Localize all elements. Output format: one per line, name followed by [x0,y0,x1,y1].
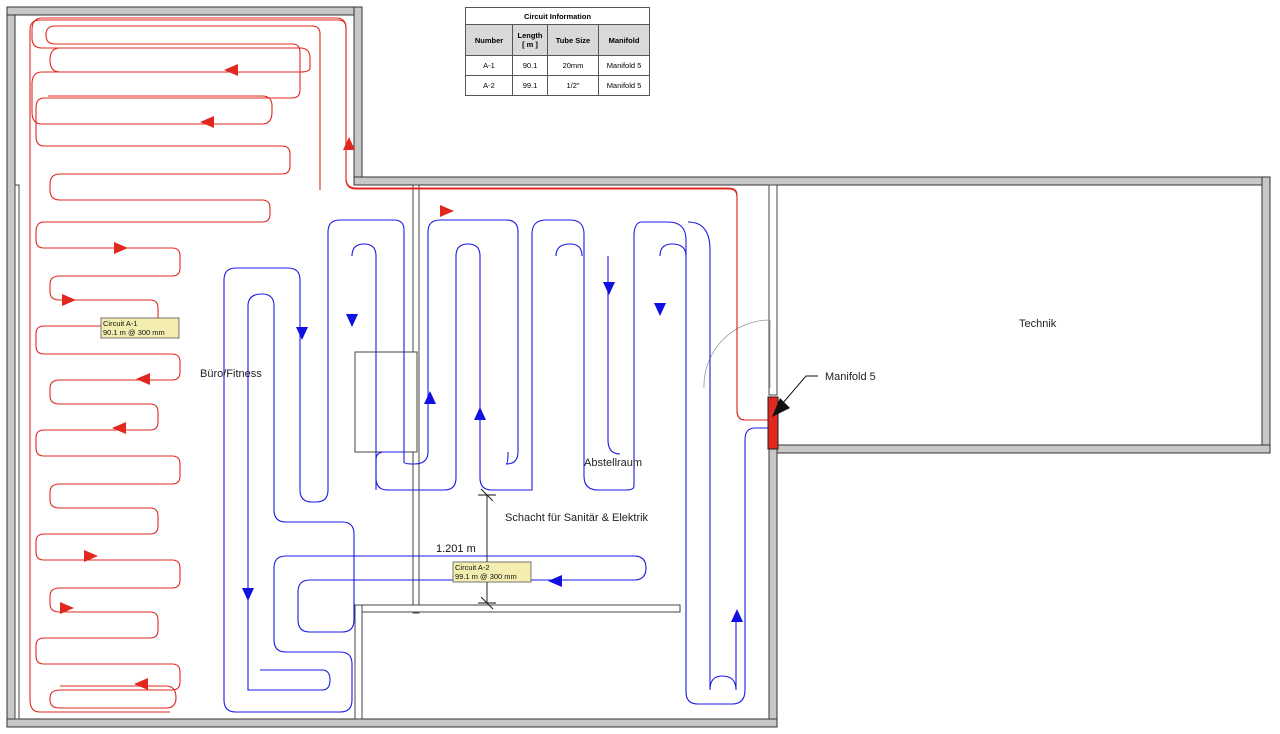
cell-length: 99.1 [512,75,548,96]
circuit-tag-a2-name: Circuit A-2 [455,563,490,572]
circuit-tag-a1[interactable]: Circuit A-1 90.1 m @ 300 mm [100,317,180,339]
flow-arrow [474,407,486,420]
dimension-label: 1.201 m [436,543,476,555]
table-row: A-2 99.1 1/2" Manifold 5 [465,75,650,96]
wall-step-vertical [353,6,363,186]
circuit-a1-pipe [31,17,770,421]
circuit-tag-a2[interactable]: Circuit A-2 99.1 m @ 300 mm [452,561,532,583]
wall-technik-bottom [768,444,1271,454]
manifold-leader-arrow [772,398,790,417]
walls [6,6,1271,728]
cell-number: A-2 [465,75,513,96]
flow-arrow [136,373,150,385]
manifold-leader-line [781,375,818,405]
cell-manifold: Manifold 5 [598,75,650,96]
wall-right [1261,176,1271,454]
wall-shaft-box [354,351,418,453]
room-label-office: Büro/Fitness [200,368,262,380]
circuit-a2-pipe [223,219,770,713]
circuit-tag-a2-spec: 99.1 m @ 300 mm [455,572,517,581]
flow-arrow [603,282,615,295]
wall-technik-left [768,184,778,396]
wall-top-right [353,176,1271,186]
cell-length: 90.1 [512,55,548,76]
cell-number: A-1 [465,55,513,76]
wall-left-inner [14,184,20,720]
flow-arrow [296,327,308,340]
circuit-a2-arrows [242,282,743,622]
flow-arrow [242,588,254,601]
wall-left [6,6,16,728]
col-header-manifold: Manifold [598,24,650,56]
table-row: A-1 90.1 20mm Manifold 5 [465,55,650,76]
manifold-box[interactable] [767,396,779,450]
flow-arrow [60,602,74,614]
cell-tube-size: 20mm [547,55,599,76]
wall-bottom [6,718,778,728]
cell-tube-size: 1/2" [547,75,599,96]
wall-shaft-lower-vertical [354,604,363,720]
col-header-tube-size: Tube Size [547,24,599,56]
flow-arrow [114,242,128,254]
flow-arrow [343,137,355,150]
table-title: Circuit Information [465,7,650,25]
flow-arrow [548,575,562,587]
col-header-number: Number [465,24,513,56]
flow-arrow [224,64,238,76]
door-swing [703,319,771,389]
wall-shaft-bottom [354,604,681,613]
flow-arrow [84,550,98,562]
col-header-length: Length [ m ] [512,24,548,56]
flow-arrow [654,303,666,316]
flow-arrow [200,116,214,128]
cell-manifold: Manifold 5 [598,55,650,76]
wall-lower-right [768,444,778,728]
circuit-info-table: Circuit Information Number Length [ m ] … [465,7,650,96]
manifold[interactable]: Manifold 5 [767,371,876,450]
manifold-label: Manifold 5 [825,371,876,383]
circuit-a1-arrows [60,64,454,690]
flow-arrow [440,205,454,217]
flow-arrow [731,609,743,622]
room-label-technik: Technik [1019,318,1057,330]
room-label-storage: Abstellraum [584,457,642,469]
wall-top-left [6,6,363,16]
flow-arrow [62,294,76,306]
room-label-shaft: Schacht für Sanitär & Elektrik [505,512,649,524]
dimension-line: 1.201 m [436,488,496,610]
flow-arrow [346,314,358,327]
table-header-row: Number Length [ m ] Tube Size Manifold [465,24,650,56]
flow-arrow [134,678,148,690]
circuit-a1-loops [35,25,321,709]
circuit-a1-return [29,19,770,713]
flow-arrow [424,391,436,404]
circuit-tag-a1-name: Circuit A-1 [103,319,138,328]
circuit-a2-inner-loops [351,219,737,691]
circuit-tag-a1-spec: 90.1 m @ 300 mm [103,328,165,337]
flow-arrow [112,422,126,434]
